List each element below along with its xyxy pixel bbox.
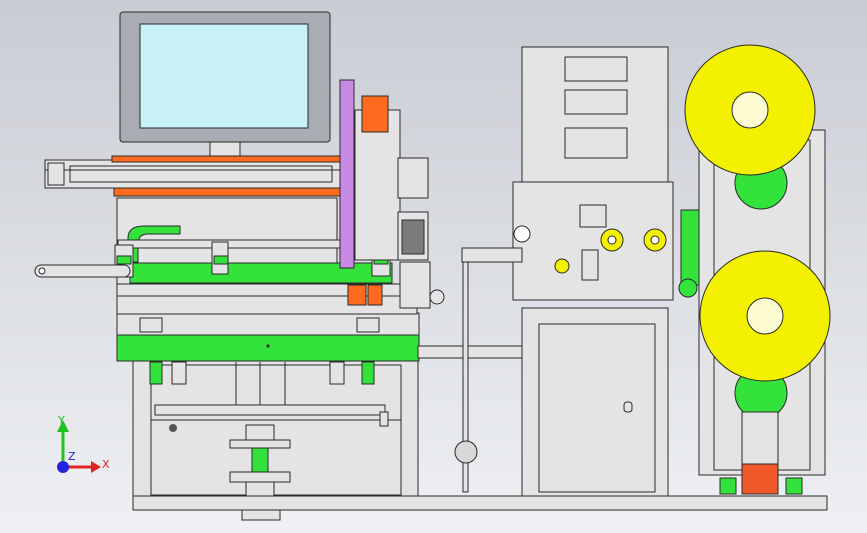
reel-tower <box>684 44 831 495</box>
green-base-plate <box>116 312 420 362</box>
print-head-assembly <box>339 79 445 309</box>
monitor <box>119 11 331 157</box>
coordinate-triad: Y X Z <box>57 414 110 473</box>
gantry-rail <box>44 155 346 189</box>
x-axis-label: X <box>102 458 110 471</box>
drive-motor <box>741 411 779 465</box>
floor-rail <box>132 495 828 521</box>
y-axis-label: Y <box>57 414 65 427</box>
upper-frame <box>113 187 418 315</box>
connecting-beam <box>417 345 523 359</box>
tension-arm <box>678 209 700 298</box>
printer-cabinet <box>521 307 669 497</box>
label-printer <box>454 46 674 493</box>
z-axis-label: Z <box>68 450 76 463</box>
lower-frame <box>132 359 419 497</box>
